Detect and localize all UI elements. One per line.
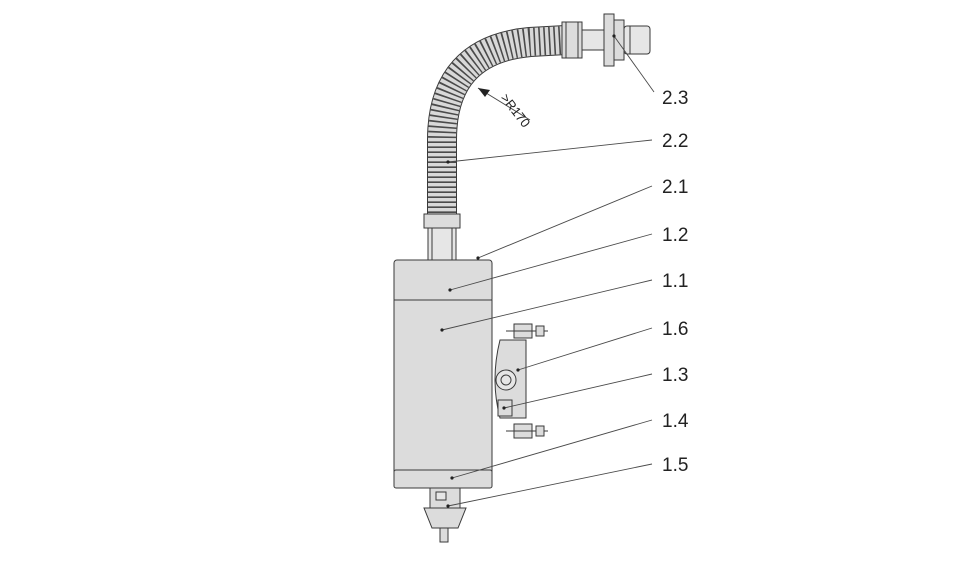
label-2-2: 2.2: [662, 131, 688, 152]
part-labels: 2.3 2.2 2.1 1.2 1.1 1.6 1.3 1.4 1.5: [662, 88, 689, 476]
cylinder-body: [393, 259, 493, 489]
label-2-3: 2.3: [662, 88, 688, 109]
label-1-1: 1.1: [662, 271, 688, 292]
label-1-6: 1.6: [662, 319, 688, 340]
label-1-4: 1.4: [662, 411, 689, 432]
radius-dimension: >R170: [477, 87, 534, 131]
connector-fitting: [561, 13, 651, 67]
label-1-2: 1.2: [662, 225, 688, 246]
label-1-3: 1.3: [662, 365, 688, 386]
label-2-1: 2.1: [662, 177, 688, 198]
hose-collar: [423, 213, 461, 263]
leader-lines: [440, 34, 655, 508]
label-1-5: 1.5: [662, 455, 688, 476]
mounting-bracket: [494, 323, 548, 439]
corrugated-hose: [427, 25, 567, 218]
radius-dimension-text: >R170: [498, 91, 534, 131]
bottom-nozzle: [423, 487, 467, 543]
